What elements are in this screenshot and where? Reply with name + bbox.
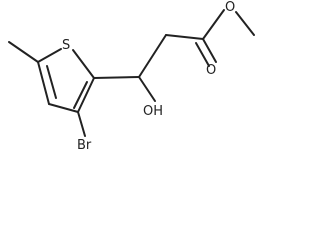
ester-oxygen-label: O: [225, 0, 235, 15]
bond-c-o-double-a: [202, 38, 217, 63]
bond-ch2-carbonyl-c: [165, 34, 204, 40]
bond-c4-c5-inner: [46, 65, 57, 99]
bond-c3-c4: [48, 103, 79, 113]
bond-s1-c2: [72, 49, 95, 79]
hydroxyl-label: OH: [143, 104, 163, 119]
structure-canvas: S O O OH Br: [8, 0, 255, 153]
bond-choh-ch2: [138, 34, 167, 78]
bond-c2-choh: [93, 76, 140, 79]
carbonyl-oxygen-label: O: [206, 63, 216, 78]
sulfur-label: S: [62, 38, 70, 53]
bond-choh-oh: [138, 76, 156, 102]
bond-c-o-ester: [202, 9, 225, 40]
bond-s1-c5: [37, 48, 62, 63]
bond-c3-br: [77, 111, 86, 137]
bond-c4-c5: [37, 61, 50, 105]
bond-c5-methyl: [8, 41, 39, 63]
bond-c2-c3-inner: [73, 81, 88, 109]
bromine-label: Br: [77, 138, 92, 153]
bond-o-methyl: [235, 11, 255, 36]
bond-c2-c3: [77, 77, 95, 113]
bond-c-o-double-b: [195, 42, 210, 67]
molecule-drawing: S O O OH Br: [8, 0, 255, 153]
